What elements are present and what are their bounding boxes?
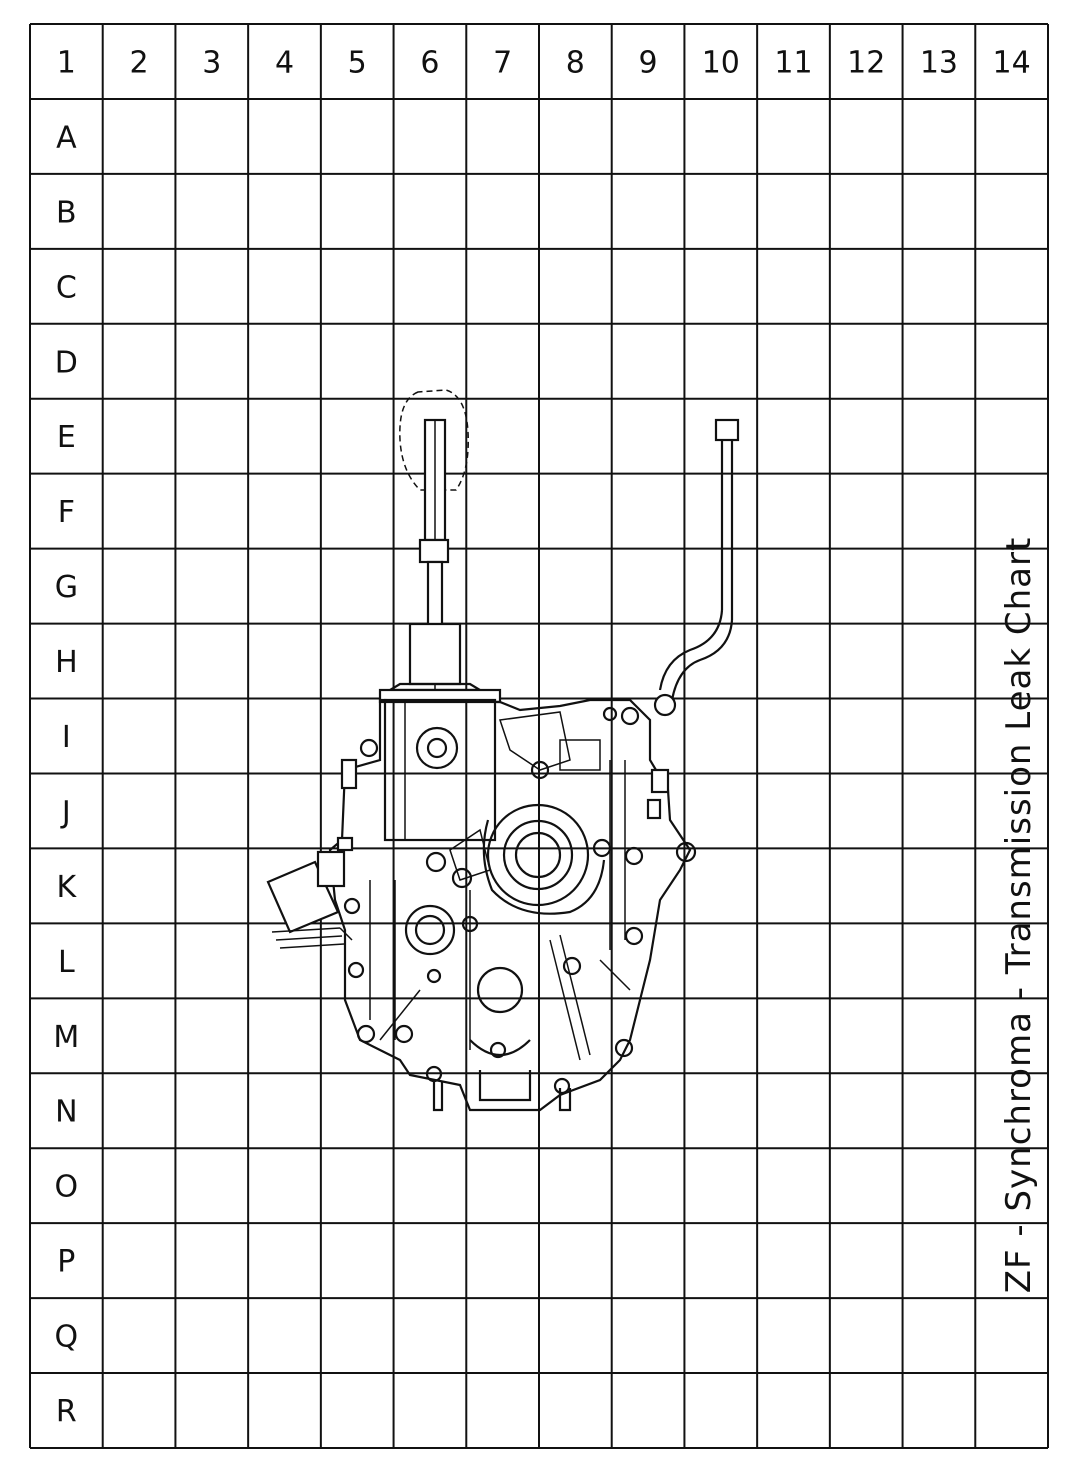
row-label: Q [55, 1320, 79, 1355]
row-label: D [55, 345, 78, 380]
column-header: 3 [202, 45, 221, 80]
row-label: F [58, 495, 75, 530]
row-label: K [57, 870, 78, 905]
row-label: I [62, 720, 71, 755]
row-label: B [56, 195, 77, 230]
row-label: G [55, 570, 78, 605]
row-labels: A B C D E F G H I J K L M N O P Q R [53, 120, 79, 1429]
column-header: 11 [774, 45, 812, 80]
row-label: L [58, 945, 75, 980]
column-header: 2 [130, 45, 149, 80]
column-header: 1 [57, 45, 76, 80]
row-label: C [56, 270, 77, 305]
column-header: 6 [420, 45, 439, 80]
column-header: 5 [348, 45, 367, 80]
row-label: O [55, 1170, 79, 1205]
column-header: 13 [920, 45, 958, 80]
column-header: 12 [847, 45, 885, 80]
column-header: 7 [493, 45, 512, 80]
row-label: R [56, 1395, 77, 1430]
grid-lines [29, 23, 1049, 1449]
row-label: N [55, 1095, 77, 1130]
column-header: 9 [639, 45, 658, 80]
column-header: 8 [566, 45, 585, 80]
row-label: P [57, 1245, 75, 1280]
row-label: J [60, 795, 71, 830]
row-label: H [55, 645, 78, 680]
row-label: M [53, 1020, 79, 1055]
row-label: A [56, 120, 77, 155]
row-label: E [57, 420, 76, 455]
transmission-drawing [266, 389, 740, 1112]
column-header: 4 [275, 45, 294, 80]
chart-title: ZF - Synchroma - Transmission Leak Chart [999, 537, 1039, 1294]
column-header: 14 [993, 45, 1031, 80]
column-header: 10 [702, 45, 740, 80]
